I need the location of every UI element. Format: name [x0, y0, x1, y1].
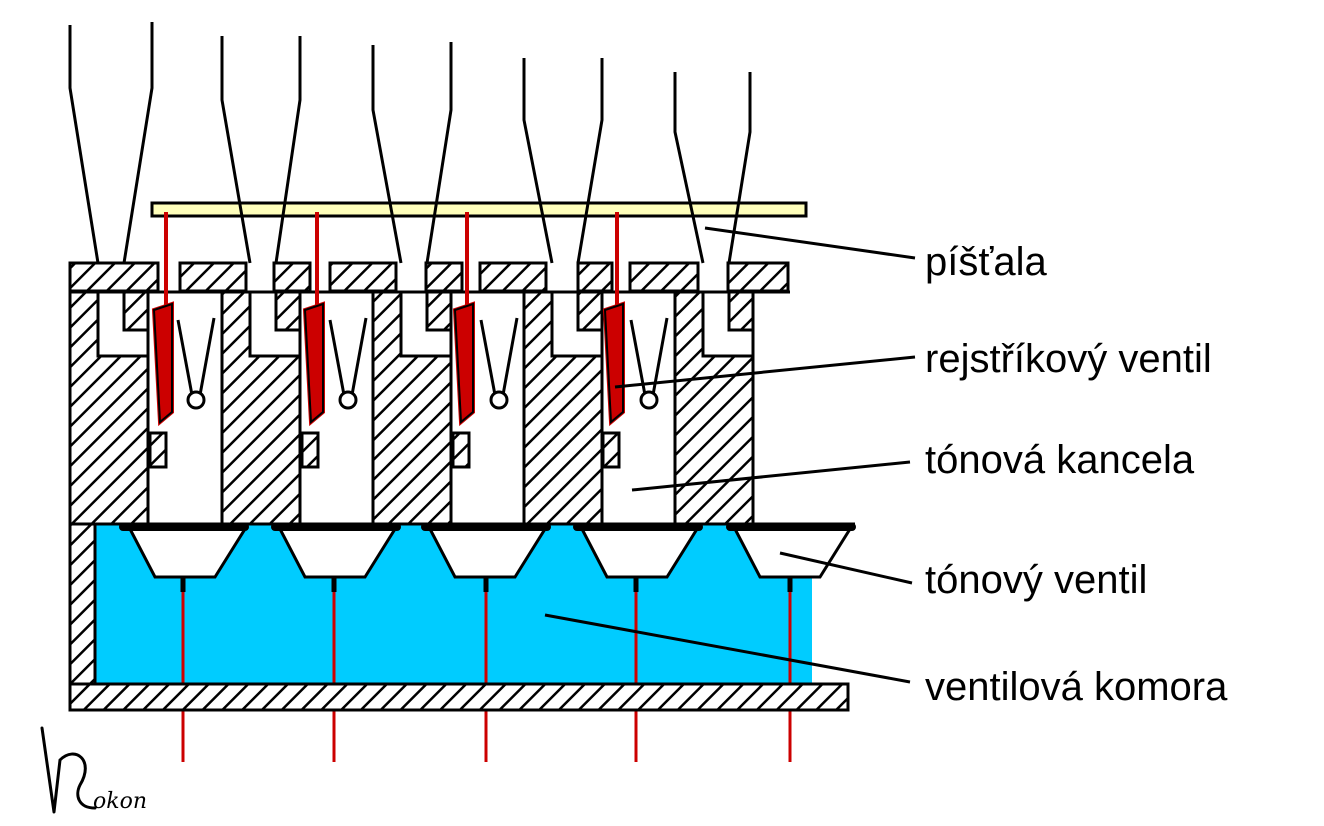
valve-springs [176, 317, 669, 410]
label-pipe: píšťala [925, 240, 1047, 284]
leader-lines [544, 226, 916, 684]
tone-valves [127, 527, 853, 579]
pipes [68, 22, 752, 264]
top-board [68, 261, 790, 294]
label-valve-chamber: ventilová komora [925, 665, 1228, 709]
label-tone-valve: tónový ventil [925, 558, 1147, 602]
stop-slider [150, 201, 808, 218]
label-tone-channel: tónová kancela [925, 438, 1195, 482]
signature: okon [40, 726, 147, 814]
pull-downs [181, 590, 792, 762]
svg-text:okon: okon [93, 789, 147, 814]
pull-down-tops [180, 577, 793, 592]
chamber-left-wall [68, 522, 97, 686]
valve-stops [148, 431, 621, 469]
stop-valve-outlines [152, 302, 624, 425]
pipe-bores [96, 290, 755, 358]
label-stop-valve: rejstříkový ventil [925, 337, 1212, 381]
chamber-bottom-board [68, 682, 850, 712]
